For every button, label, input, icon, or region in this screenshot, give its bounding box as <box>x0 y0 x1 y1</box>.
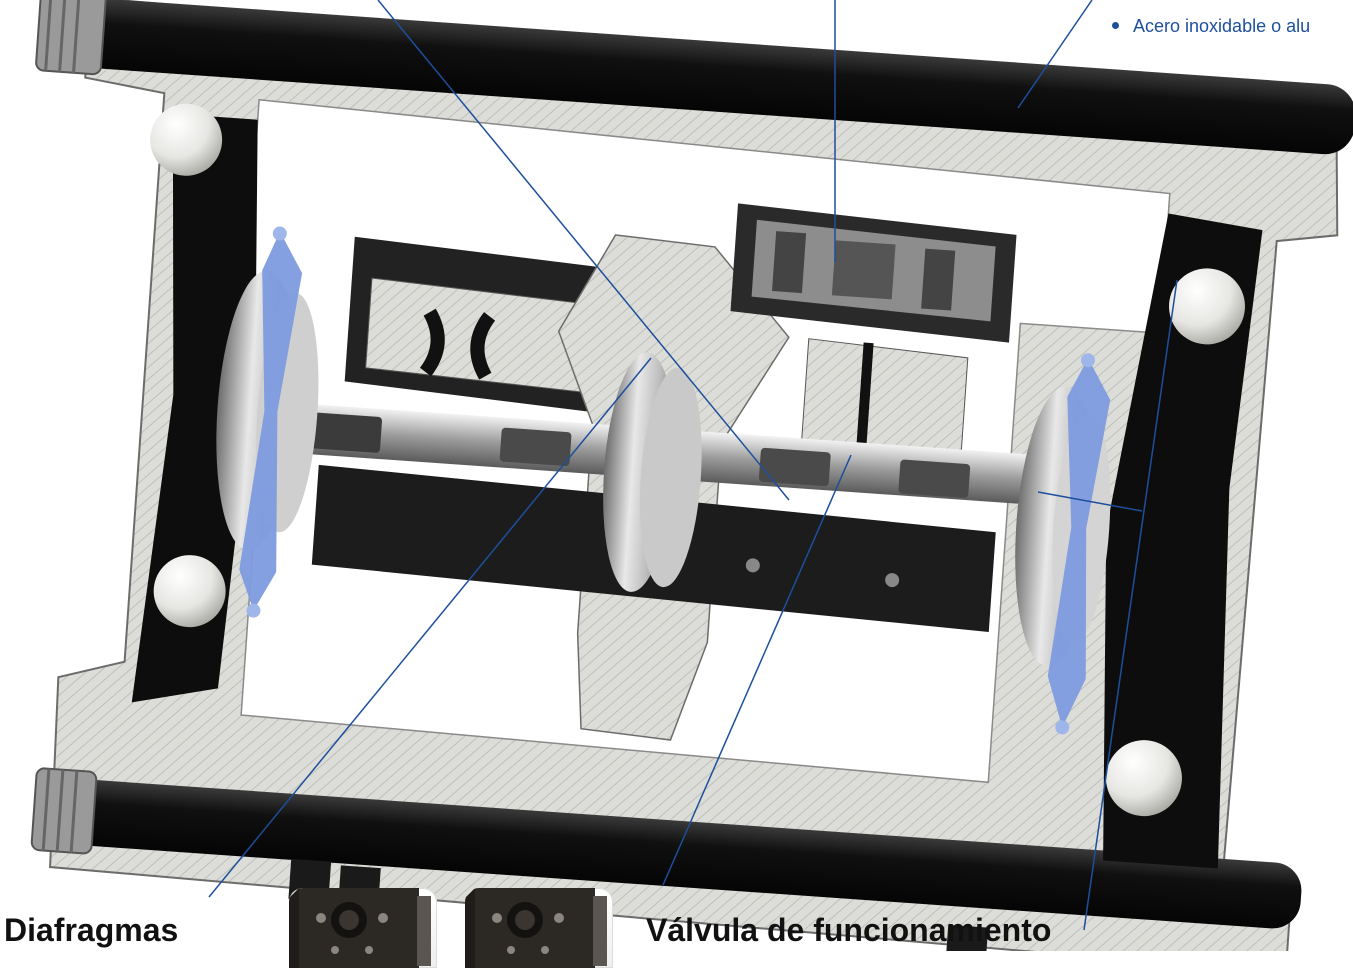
leader-line-7 <box>1083 279 1178 931</box>
diaphragm-label: Diafragmas <box>4 912 179 948</box>
right-fluid-chamber <box>1103 213 1263 869</box>
leader-line-5 <box>662 454 852 886</box>
valve-thumbnail-1 <box>289 888 437 968</box>
center-diaphragm-disc-right <box>639 367 702 588</box>
material-callout: Acero inoxidable o alu <box>1112 16 1310 37</box>
leader-line-6 <box>1037 491 1143 512</box>
leader-line-4 <box>208 357 652 898</box>
bullet-icon <box>1112 21 1119 29</box>
top-manifold-pipe <box>67 0 1353 155</box>
valve-photo-icon-2 <box>465 888 607 968</box>
check-ball-top-left <box>150 103 223 176</box>
leader-line-3 <box>1017 0 1093 109</box>
valve-photo-icon <box>289 888 431 968</box>
material-callout-text: Acero inoxidable o alu <box>1133 16 1311 36</box>
left-fluid-chamber <box>131 113 258 703</box>
bottom-manifold-pipe <box>43 778 1302 929</box>
valve-label: Válvula de funcionamiento <box>646 912 1052 948</box>
check-ball-bottom-left <box>153 555 226 628</box>
check-ball-bottom-right <box>1105 740 1182 817</box>
top-pipe-thread <box>35 0 107 76</box>
check-ball-top-right <box>1168 268 1245 345</box>
left-diaphragm-membrane <box>239 231 303 611</box>
right-diaphragm-membrane <box>1047 358 1111 728</box>
leader-line-1 <box>377 0 790 501</box>
bottom-pipe-thread <box>30 767 98 855</box>
valve-thumbnail-2 <box>465 888 613 968</box>
